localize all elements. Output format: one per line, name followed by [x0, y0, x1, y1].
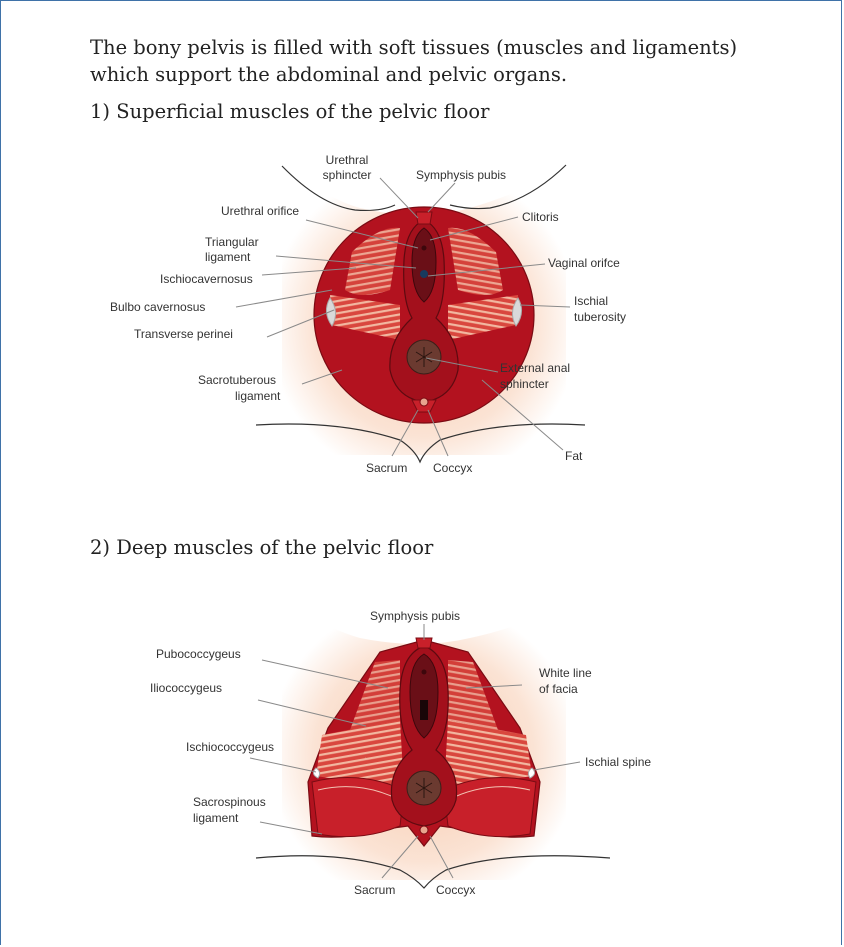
label-transverse-perinei: Transverse perinei	[134, 327, 233, 341]
label-ischiocavernosus: Ischiocavernosus	[160, 272, 253, 286]
label-external-anal-sphincter: External anal	[500, 361, 570, 375]
label-sacrum: Sacrum	[366, 461, 407, 475]
superficial-muscles-diagram: Urethral sphincter Symphysis pubis Ureth…	[110, 153, 626, 475]
label-white-line-of-facia-2: of facia	[539, 682, 578, 696]
label-bulbo-cavernosus: Bulbo cavernosus	[110, 300, 205, 314]
label-fat: Fat	[565, 449, 583, 463]
label-urethral-sphincter-2: sphincter	[323, 168, 372, 182]
label-triangular-ligament: Triangular	[205, 235, 259, 249]
label-iliococcygeus: Iliococcygeus	[150, 681, 222, 695]
label-clitoris: Clitoris	[522, 210, 559, 224]
label-white-line-of-facia: White line	[539, 666, 592, 680]
label-triangular-ligament-2: ligament	[205, 250, 251, 264]
label-symphysis-pubis-deep: Symphysis pubis	[370, 609, 460, 623]
label-coccyx-deep: Coccyx	[436, 883, 475, 897]
label-sacrotuberous-ligament: Sacrotuberous	[198, 373, 276, 387]
label-sacrospinous-ligament: Sacrospinous	[193, 795, 266, 809]
label-sacrotuberous-ligament-2: ligament	[235, 389, 281, 403]
label-pubococcygeus: Pubococcygeus	[156, 647, 241, 661]
label-coccyx: Coccyx	[433, 461, 472, 475]
label-ischiococcygeus: Ischiococcygeus	[186, 740, 274, 754]
label-urethral-sphincter: Urethral	[326, 153, 369, 167]
label-sacrum-deep: Sacrum	[354, 883, 395, 897]
label-ischial-spine: Ischial spine	[585, 755, 651, 769]
label-external-anal-sphincter-2: sphincter	[500, 377, 549, 391]
label-vaginal-orifice: Vaginal orifce	[548, 256, 620, 270]
label-ischial-tuberosity: Ischial	[574, 294, 608, 308]
label-sacrospinous-ligament-2: ligament	[193, 811, 239, 825]
label-urethral-orifice: Urethral orifice	[221, 204, 299, 218]
label-symphysis-pubis: Symphysis pubis	[416, 168, 506, 182]
label-ischial-tuberosity-2: tuberosity	[574, 310, 626, 324]
deep-muscles-diagram: Symphysis pubis Pubococcygeus White line…	[150, 600, 651, 897]
